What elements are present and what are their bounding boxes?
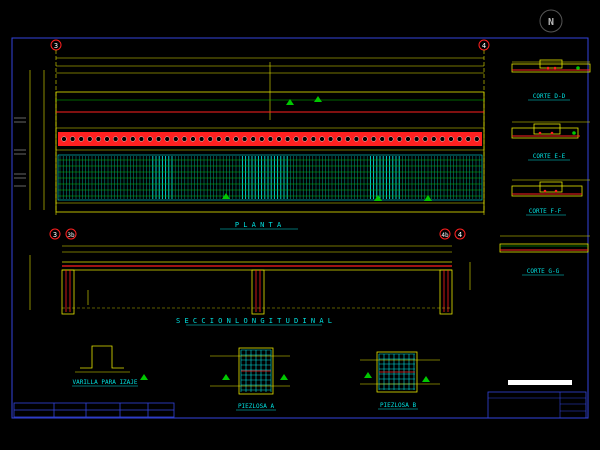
svg-text:3b: 3b [67, 232, 75, 239]
corte-ee: CORTE E-E [511, 121, 590, 161]
section-details-right: CORTE D-D CORTE E-E CORTE F-F [499, 59, 591, 276]
corte-dd: CORTE D-D [511, 59, 591, 101]
title-block-left [13, 402, 175, 418]
grid-marker-section-left: 3 [49, 228, 61, 240]
plan-view: 3 4 [14, 39, 490, 230]
corte-ff-title: CORTE F-F [529, 208, 562, 215]
plan-left-notes [14, 117, 26, 187]
planta-title: P L A N T A [235, 221, 282, 229]
plan-dimension-lines [29, 57, 484, 210]
grid-marker-section-right-b: 4b [439, 228, 451, 240]
corte-dd-title: CORTE D-D [533, 93, 566, 100]
piezlosa-a-mesh [240, 349, 272, 392]
piezlosa-a-detail: PIEZLOSA A [210, 347, 290, 411]
piezlosa-b-title: PIEZLOSA B [380, 402, 417, 409]
svg-text:3: 3 [53, 231, 57, 239]
compass-label: N [548, 17, 554, 28]
piezlosa-a-title: PIEZLOSA A [238, 403, 275, 410]
corte-gg-title: CORTE G-G [527, 268, 560, 275]
corte-gg: CORTE G-G [499, 235, 590, 276]
corte-ee-title: CORTE E-E [533, 153, 566, 160]
drawing-frame [11, 37, 589, 419]
varilla-title: VARILLA PARA IZAJE [72, 379, 137, 386]
section-columns [61, 269, 453, 315]
north-compass-icon: N [539, 9, 563, 33]
svg-text:4b: 4b [441, 232, 449, 239]
svg-text:4: 4 [482, 42, 486, 50]
longitudinal-section: 3 3b 4b 4 [29, 228, 471, 326]
grid-marker-section-left-b: 3b [65, 228, 77, 240]
seccion-title: S E C C I O N L O N G I T U D I N A L [176, 317, 332, 325]
corte-ff: CORTE F-F [511, 179, 590, 216]
title-block-right [487, 380, 587, 419]
grid-marker-section-right: 4 [454, 228, 466, 240]
stirrup-pattern [58, 156, 482, 199]
varilla-detail: VARILLA PARA IZAJE [72, 345, 148, 387]
piezlosa-b-detail: PIEZLOSA B [360, 351, 440, 410]
rebar-hole-row [61, 136, 480, 142]
svg-text:3: 3 [54, 42, 58, 50]
svg-text:4: 4 [458, 231, 462, 239]
